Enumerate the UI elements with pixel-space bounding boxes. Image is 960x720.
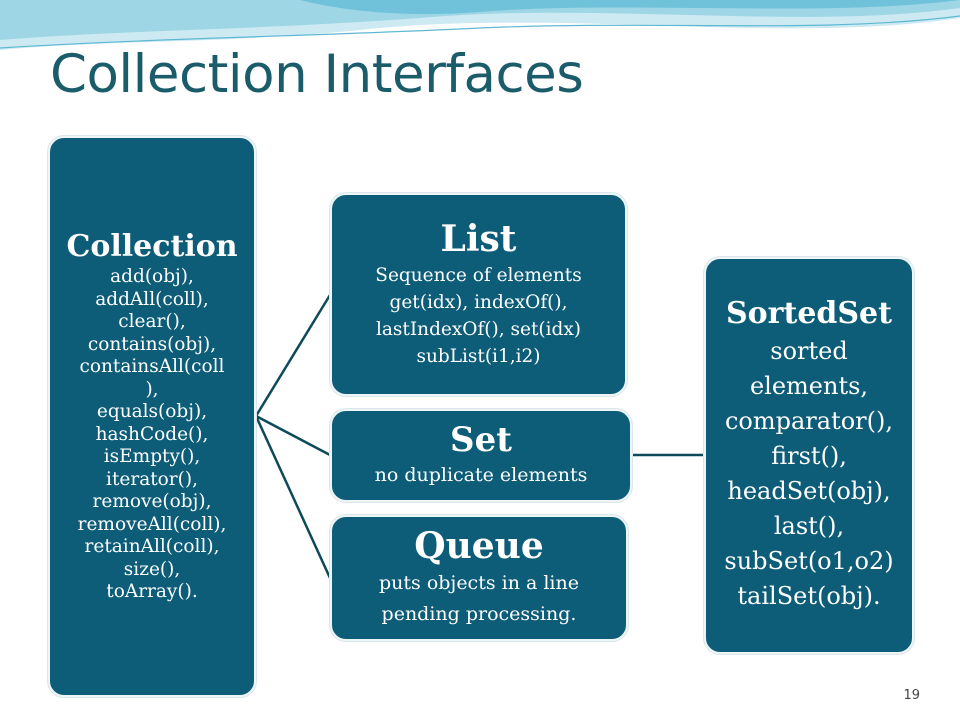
header-wave-decoration	[0, 0, 960, 50]
node-sortedset-title: SortedSet	[725, 296, 892, 332]
node-sortedset-line: tailSet(obj).	[737, 581, 881, 610]
connector-collection-set	[255, 414, 331, 457]
node-list-line: get(idx), indexOf(),	[389, 292, 568, 314]
node-list-line: Sequence of elements	[375, 265, 582, 287]
page-number: 19	[903, 688, 920, 703]
node-sortedset-line: first(),	[771, 441, 847, 470]
node-list: List Sequence of elements get(idx), inde…	[330, 193, 627, 396]
node-collection-line: toArray().	[106, 581, 198, 602]
node-collection-line: size(),	[123, 558, 181, 580]
node-list-line: lastIndexOf(), set(idx)	[375, 319, 582, 341]
node-collection-line: clear(),	[118, 311, 186, 332]
node-collection-line: addAll(coll),	[95, 288, 209, 310]
node-collection-title: Collection	[66, 228, 238, 264]
node-sortedset-line: sorted	[770, 336, 848, 365]
node-sortedset-line: last(),	[773, 511, 845, 540]
node-collection-line: ),	[145, 378, 159, 400]
node-list-line: subList(i1,i2)	[416, 346, 541, 368]
node-collection-line: hashCode(),	[95, 423, 209, 445]
node-sortedset: SortedSet sorted elements, comparator(),…	[704, 257, 914, 654]
node-sortedset-line: comparator(),	[724, 406, 894, 435]
node-collection-line: iterator(),	[106, 468, 198, 490]
node-sortedset-line: subSet(o1,o2)	[724, 546, 894, 575]
node-sortedset-line: elements,	[749, 371, 869, 400]
connector-collection-list	[254, 294, 332, 417]
node-collection-line: add(obj),	[110, 266, 194, 287]
node-queue-line: puts objects in a line	[379, 571, 579, 594]
node-collection-line: isEmpty(),	[103, 446, 201, 467]
node-queue-title: Queue	[414, 525, 544, 568]
connector-collection-queue	[254, 415, 332, 579]
node-collection: Collection add(obj), addAll(coll), clear…	[48, 136, 256, 697]
node-collection-line: containsAll(coll	[79, 356, 225, 377]
node-set-line: no duplicate elements	[374, 464, 588, 487]
node-list-title: List	[440, 217, 517, 260]
node-set-title: Set	[450, 419, 512, 460]
node-collection-line: remove(obj),	[92, 491, 212, 512]
node-queue-line: pending processing.	[381, 602, 577, 625]
node-set: Set no duplicate elements	[330, 409, 632, 502]
node-collection-line: equals(obj),	[96, 401, 208, 422]
node-queue: Queue puts objects in a line pending pro…	[330, 515, 628, 641]
node-collection-line: contains(obj),	[87, 333, 217, 355]
node-collection-line: retainAll(coll),	[84, 536, 220, 557]
node-sortedset-line: headSet(obj),	[727, 476, 891, 505]
node-collection-line: removeAll(coll),	[77, 513, 227, 535]
slide-title: Collection Interfaces	[50, 44, 584, 105]
